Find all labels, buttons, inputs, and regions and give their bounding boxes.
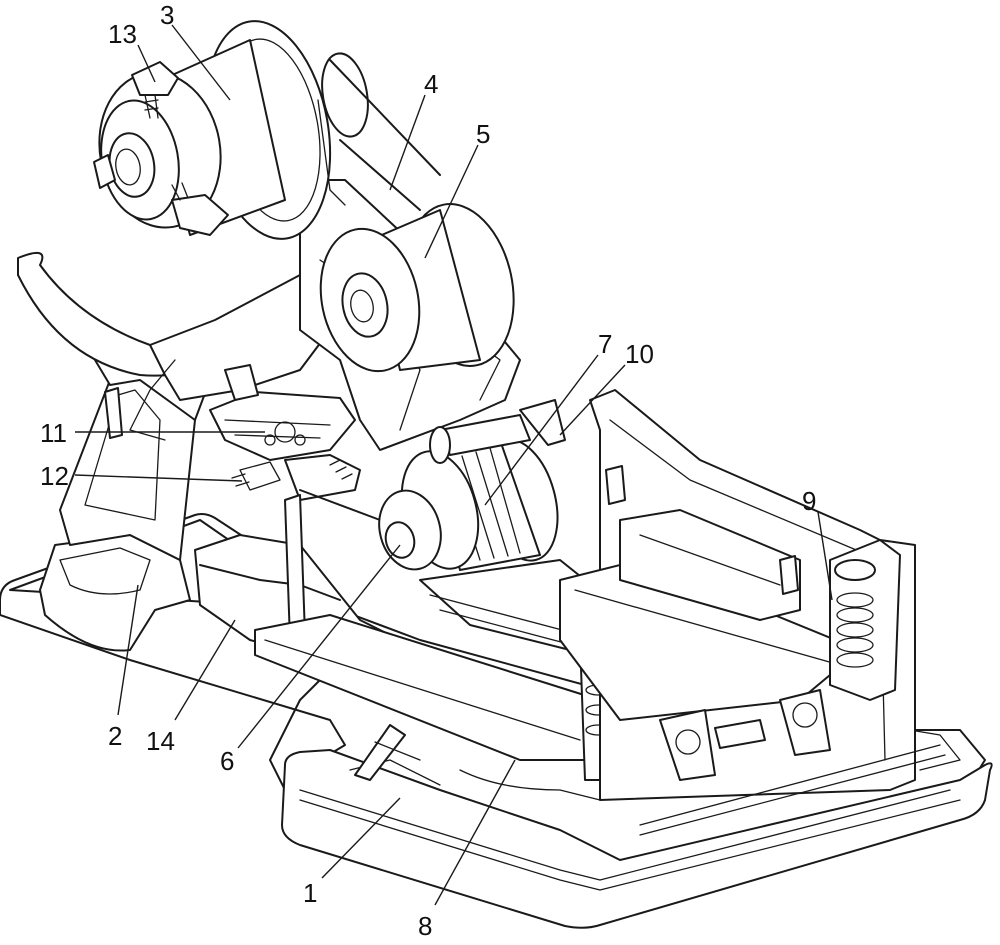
leader-6	[237, 544, 401, 749]
leader-7	[484, 354, 599, 506]
label-7: 7	[598, 329, 612, 359]
leader-5	[424, 144, 479, 259]
top-clamp	[131, 61, 179, 96]
label-11: 11	[40, 418, 67, 448]
label-5: 5	[476, 119, 490, 149]
label-4: 4	[424, 69, 438, 99]
reel	[93, 20, 332, 240]
left-clamp	[93, 154, 116, 189]
leader-3	[171, 24, 231, 101]
underside-support	[354, 724, 421, 781]
leader-lines	[74, 24, 833, 906]
leader-14	[174, 619, 236, 721]
belt-drive	[317, 52, 441, 211]
leader-2	[117, 584, 139, 716]
label-6: 6	[220, 746, 234, 776]
leader-4	[389, 94, 426, 191]
leader-10	[559, 364, 626, 436]
label-3: 3	[160, 0, 174, 30]
right-frame	[559, 389, 946, 836]
guide-roller	[319, 203, 515, 373]
cutter-mechanism	[209, 364, 381, 521]
label-13: 13	[108, 19, 137, 49]
leader-9	[817, 511, 833, 601]
label-14: 14	[146, 726, 175, 756]
leader-12	[74, 474, 243, 482]
label-1: 1	[303, 878, 317, 908]
label-9: 9	[802, 486, 816, 516]
label-12: 12	[40, 461, 69, 491]
spindle	[378, 489, 442, 571]
leader-1	[321, 797, 401, 879]
label-8: 8	[418, 911, 432, 941]
side-clamp	[171, 194, 229, 236]
reference-numerals: 13 3 4 5 7 10 11 12 9 2 14 6 1 8	[40, 0, 816, 941]
leader-8	[434, 759, 516, 906]
leader-13	[137, 44, 156, 83]
label-10: 10	[625, 339, 654, 369]
label-2: 2	[108, 721, 122, 751]
